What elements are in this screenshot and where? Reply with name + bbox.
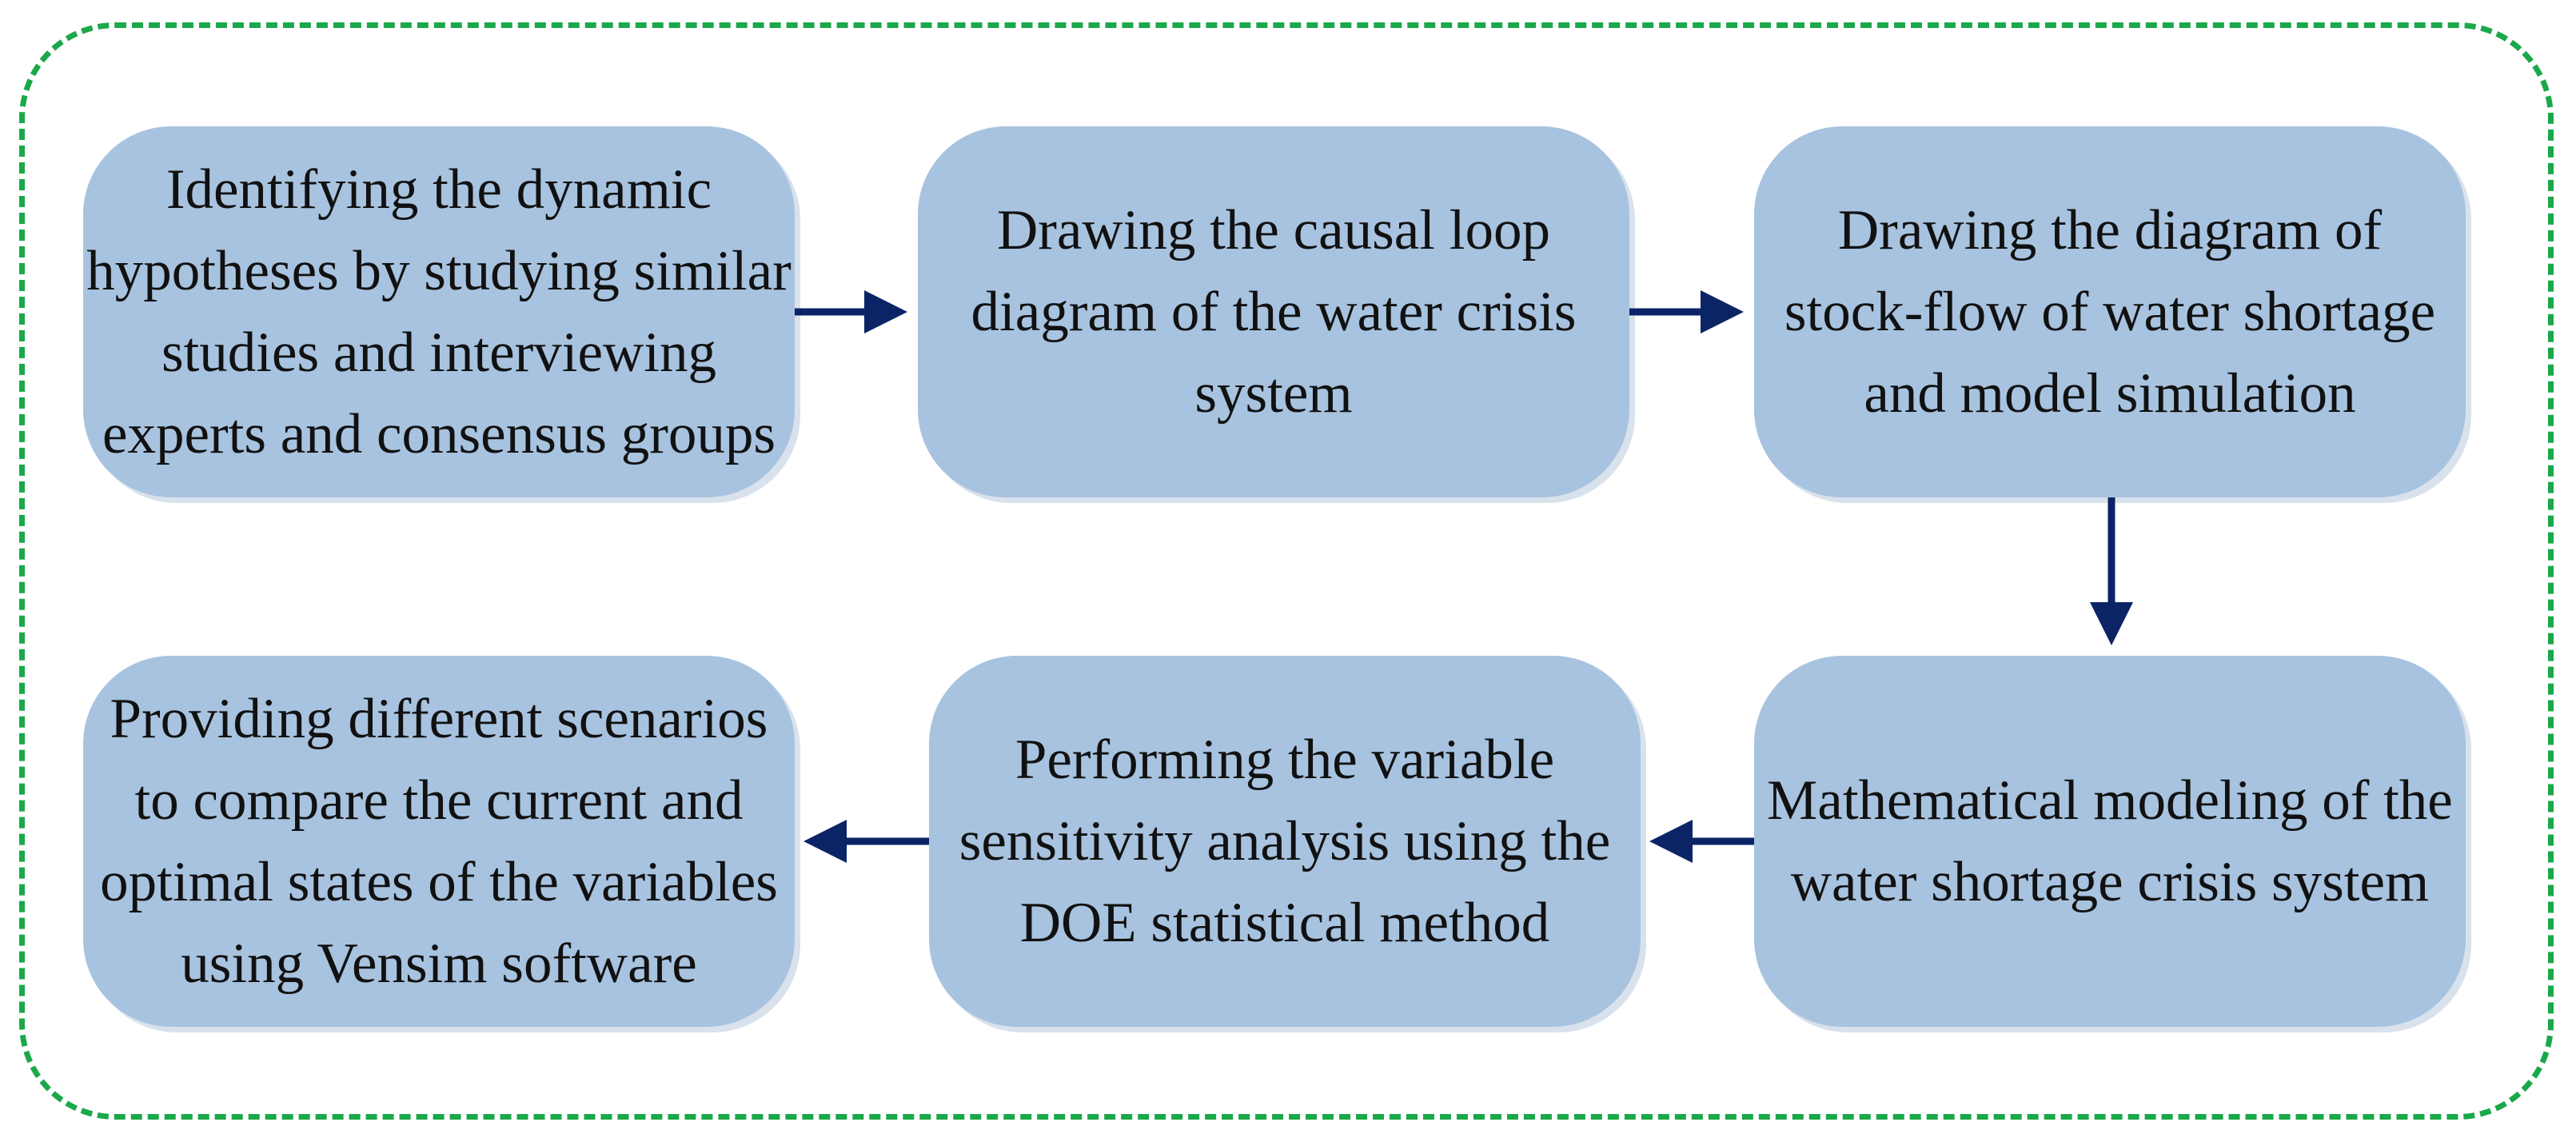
step-6-scenarios: Providing different scenarios to compare…: [83, 656, 795, 1027]
step-5-text: Performing the variable sensitivity anal…: [959, 729, 1611, 954]
step-4-text: Mathematical modeling of the water short…: [1767, 769, 2453, 913]
step-6-text: Providing different scenarios to compare…: [100, 688, 778, 995]
step-4-mathematical-modeling: Mathematical modeling of the water short…: [1754, 656, 2466, 1027]
step-3-text: Drawing the diagram of stock-flow of wat…: [1784, 199, 2436, 425]
step-2-causal-loop-diagram: Drawing the causal loop diagram of the w…: [918, 126, 1629, 497]
step-2-text: Drawing the causal loop diagram of the w…: [971, 199, 1577, 425]
step-3-stock-flow-diagram: Drawing the diagram of stock-flow of wat…: [1754, 126, 2466, 497]
step-1-identify-hypotheses: Identifying the dynamic hypotheses by st…: [83, 126, 795, 497]
step-1-text: Identifying the dynamic hypotheses by st…: [86, 158, 792, 465]
step-5-sensitivity-analysis: Performing the variable sensitivity anal…: [929, 656, 1641, 1027]
dashed-frame: [19, 22, 2554, 1120]
